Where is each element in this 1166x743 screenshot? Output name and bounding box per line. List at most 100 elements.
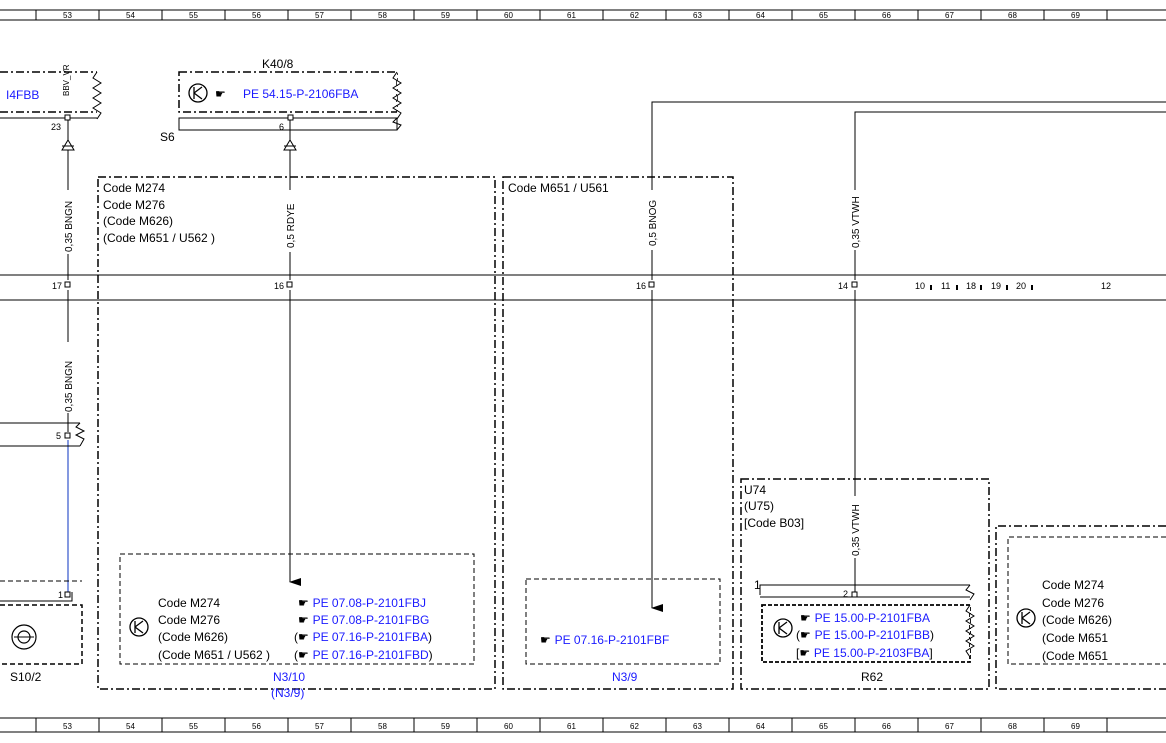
hand-pointer-icon: ☛	[215, 87, 226, 101]
hand-pointer-icon: ☛	[799, 646, 814, 660]
top-ruler-number: 54	[126, 11, 135, 20]
top-ruler-number: 55	[189, 11, 198, 20]
bottom-ruler-number: 62	[630, 722, 639, 731]
connector-pin: 14	[838, 281, 848, 291]
top-ruler-number: 58	[378, 11, 387, 20]
n3-10-link-row[interactable]: (☛ PE 07.16-P-2101FBA)	[294, 630, 432, 644]
wire-4-label: 0,35 VTWH	[851, 196, 862, 248]
top-ruler-number: 62	[630, 11, 639, 20]
r62-code: [Code B03]	[744, 516, 804, 530]
n3-10-link-row[interactable]: ☛ PE 07.08-P-2101FBJ	[298, 596, 426, 610]
bottom-ruler-number: 67	[945, 722, 954, 731]
hand-pointer-icon: ☛	[298, 596, 313, 610]
s10-2-component: 1 S10/2	[0, 580, 83, 684]
left-partial-link[interactable]: I4FBB	[6, 88, 39, 102]
left-partial-component: I4FBB BBV_VR 23	[0, 64, 102, 132]
r62-link: PE 15.00-P-2103FBA	[814, 646, 929, 660]
r62-link-row[interactable]: [☛ PE 15.00-P-2103FBA]	[796, 646, 933, 660]
n3-9-component: ☛ PE 07.16-P-2101FBF N3/9	[525, 578, 721, 684]
n3-10-link: PE 07.16-P-2101FBD	[313, 648, 429, 662]
bottom-ruler-number: 60	[504, 722, 513, 731]
connector-pin: 10	[915, 281, 925, 291]
bottom-ruler-number: 59	[441, 722, 450, 731]
r62-link: PE 15.00-P-2101FBB	[815, 628, 930, 642]
bottom-ruler-number: 61	[567, 722, 576, 731]
top-ruler-number: 59	[441, 11, 450, 20]
wire-4-bottom-label: 0,35 VTWH	[851, 504, 862, 556]
n3-10-link-row[interactable]: (☛ PE 07.16-P-2101FBD)	[294, 648, 433, 662]
n3-10-name[interactable]: N3/10	[273, 670, 305, 684]
n3-10-code: Code M274	[158, 596, 220, 610]
hand-pointer-icon: ☛	[298, 648, 313, 662]
wire-1-bottom-label: 0,35 BNGN	[64, 361, 75, 412]
r62-zone: U74 (U75) [Code B03] 1 2 ☛ PE 15.00-P-21…	[740, 478, 990, 690]
left-partial-pin: 23	[51, 122, 61, 132]
switch-symbol-icon	[11, 624, 37, 650]
bottom-ruler-number: 64	[756, 722, 765, 731]
code-zone-1: Code M274 Code M276 (Code M626) (Code M6…	[97, 176, 496, 690]
zone-1-code: (Code M626)	[103, 214, 173, 228]
n3-9-link-row[interactable]: ☛ PE 07.16-P-2101FBF	[540, 633, 669, 647]
n3-10-link: PE 07.16-P-2101FBA	[313, 630, 428, 644]
bottom-ruler-number: 57	[315, 722, 324, 731]
k40-8-link[interactable]: PE 54.15-P-2106FBA	[243, 87, 358, 101]
transistor-icon	[188, 83, 208, 103]
connector-pin: 16	[274, 281, 284, 291]
bottom-ruler-number: 55	[189, 722, 198, 731]
right-partial-code: Code M274	[1042, 578, 1104, 592]
top-ruler-number: 53	[63, 11, 72, 20]
s10-2-name: S10/2	[10, 670, 42, 684]
top-ruler-number: 67	[945, 11, 954, 20]
r62-link: PE 15.00-P-2101FBA	[815, 611, 930, 625]
k40-8-name: K40/8	[262, 57, 294, 71]
left-pin5-component: 5	[0, 422, 86, 447]
right-partial-code: Code M276	[1042, 596, 1104, 610]
wire-1-label: 0,35 BNGN	[64, 201, 75, 252]
transistor-icon	[773, 618, 793, 638]
bottom-ruler-number: 54	[126, 722, 135, 731]
hand-pointer-icon: ☛	[800, 611, 815, 625]
n3-10-alt-name[interactable]: (N3/9)	[271, 686, 304, 700]
bottom-ruler-number: 65	[819, 722, 828, 731]
r62-link-row[interactable]: ☛ PE 15.00-P-2101FBA	[800, 611, 930, 625]
top-ruler-number: 57	[315, 11, 324, 20]
right-partial-code: (Code M651	[1042, 631, 1108, 645]
n3-10-link: PE 07.08-P-2101FBJ	[313, 596, 426, 610]
hand-pointer-icon: ☛	[800, 628, 815, 642]
r62-code: U74	[744, 483, 766, 497]
r62-pin-left: 1	[754, 578, 761, 592]
n3-10-link-row[interactable]: ☛ PE 07.08-P-2101FBG	[298, 613, 429, 627]
wire-3-label: 0,5 BNOG	[648, 200, 659, 246]
bottom-ruler-number: 56	[252, 722, 261, 731]
left-partial-pin-label: BBV_VR	[62, 64, 71, 96]
top-ruler-number: 64	[756, 11, 765, 20]
connector-pin: 19	[991, 281, 1001, 291]
bottom-ruler-number: 63	[693, 722, 702, 731]
n3-9-name[interactable]: N3/9	[612, 670, 638, 684]
r62-link-row[interactable]: (☛ PE 15.00-P-2101FBB)	[796, 628, 934, 642]
hand-pointer-icon: ☛	[540, 633, 555, 647]
connector-row: 17 16 16 14 10 11 18 19 20 12	[0, 274, 1166, 301]
connector-pin: 16	[636, 281, 646, 291]
zone-1-code: (Code M651 / U562 )	[103, 231, 215, 245]
connector-pin: 17	[52, 281, 62, 291]
bottom-ruler-number: 69	[1071, 722, 1080, 731]
zone-1-code: Code M276	[103, 198, 165, 212]
r62-code: (U75)	[744, 499, 774, 513]
bottom-ruler-number: 58	[378, 722, 387, 731]
top-ruler-number: 56	[252, 11, 261, 20]
zone-1-code: Code M274	[103, 181, 165, 195]
bottom-ruler-number: 66	[882, 722, 891, 731]
top-ruler-number: 65	[819, 11, 828, 20]
transistor-icon	[129, 617, 149, 637]
zone-2-code: Code M651 / U561	[508, 181, 609, 195]
r62-name: R62	[861, 670, 883, 684]
connector-pin: 11	[941, 281, 950, 291]
n3-10-component: Code M274 Code M276 (Code M626) (Code M6…	[119, 553, 475, 700]
connector-pin: 20	[1016, 281, 1026, 291]
bottom-ruler-number: 68	[1008, 722, 1017, 731]
